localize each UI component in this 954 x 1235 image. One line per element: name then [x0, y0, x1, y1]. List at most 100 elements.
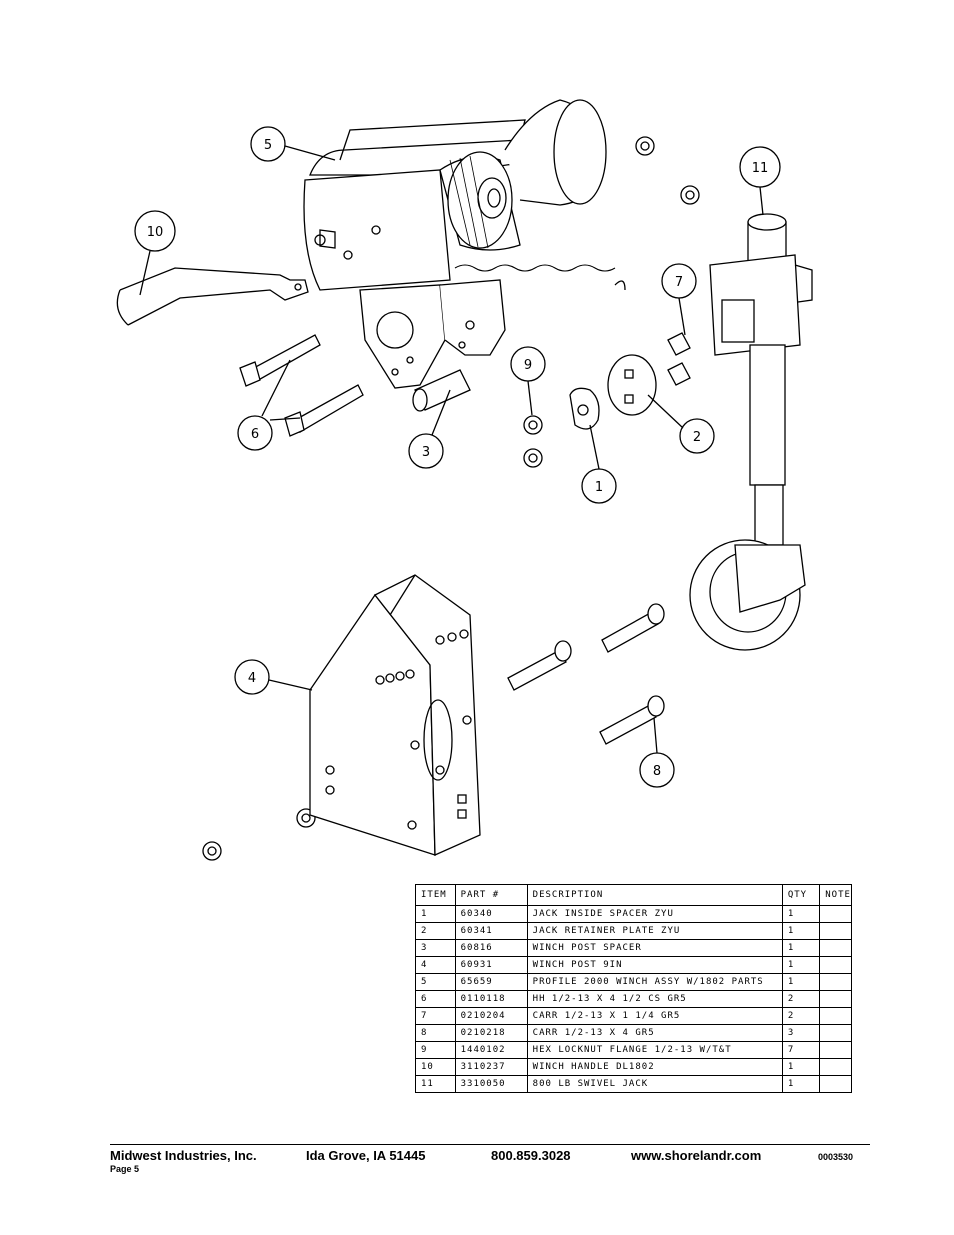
footer-divider: [110, 1144, 870, 1145]
svg-text:5: 5: [264, 138, 272, 153]
short-carriage-bolts-drawing: [667, 332, 691, 386]
cell-part: 1440102: [454, 1041, 528, 1059]
cell-description: 800 LB SWIVEL JACK: [526, 1075, 783, 1093]
hex-bolts-drawing: [239, 334, 364, 437]
callout-4: 4: [234, 659, 313, 695]
footer-company: Midwest Industries, Inc.: [110, 1148, 257, 1163]
cell-item: 9: [415, 1041, 456, 1059]
footer-website: www.shorelandr.com: [631, 1148, 762, 1163]
header-note: NOTE: [819, 884, 852, 906]
table-header-row: ITEM PART # DESCRIPTION QTY NOTE: [415, 884, 852, 906]
cell-qty: 2: [781, 990, 821, 1008]
cell-item: 3: [415, 939, 456, 957]
callout-2: 2: [647, 394, 715, 454]
cell-qty: 7: [781, 1041, 821, 1059]
cell-note: [819, 1058, 852, 1076]
cell-note: [819, 905, 852, 923]
cell-description: JACK INSIDE SPACER ZYU: [526, 905, 783, 923]
cell-qty: 1: [781, 973, 821, 991]
locknuts-drawing: [202, 136, 700, 861]
svg-text:4: 4: [248, 671, 256, 686]
footer-city: Ida Grove, IA 51445: [306, 1148, 426, 1163]
svg-text:1: 1: [595, 480, 603, 495]
cell-qty: 2: [781, 1007, 821, 1025]
svg-text:7: 7: [675, 275, 683, 290]
callout-3: 3: [408, 389, 451, 469]
cell-part: 60816: [454, 939, 528, 957]
svg-text:6: 6: [251, 427, 259, 442]
header-item: ITEM: [415, 884, 456, 906]
cell-description: HEX LOCKNUT FLANGE 1/2-13 W/T&T: [526, 1041, 783, 1059]
cell-qty: 3: [781, 1024, 821, 1042]
winch-assembly-drawing: [303, 99, 626, 389]
cell-part: 0210218: [454, 1024, 528, 1042]
cell-note: [819, 1007, 852, 1025]
cell-description: WINCH HANDLE DL1802: [526, 1058, 783, 1076]
winch-post-drawing: [309, 574, 481, 856]
svg-text:2: 2: [693, 430, 701, 445]
cell-qty: 1: [781, 922, 821, 940]
cell-part: 65659: [454, 973, 528, 991]
cell-note: [819, 922, 852, 940]
cell-part: 0210204: [454, 1007, 528, 1025]
cell-description: PROFILE 2000 WINCH ASSY W/1802 PARTS: [526, 973, 783, 991]
svg-text:3: 3: [422, 445, 430, 460]
callout-5: 5: [250, 126, 336, 162]
cell-qty: 1: [781, 1075, 821, 1093]
cell-item: 7: [415, 1007, 456, 1025]
spacer-tube-drawing: [412, 369, 471, 412]
long-carriage-bolts-drawing: [507, 603, 665, 745]
cell-part: 3310050: [454, 1075, 528, 1093]
cell-item: 6: [415, 990, 456, 1008]
cell-note: [819, 990, 852, 1008]
jack-spacer-and-plate-drawing: [569, 354, 657, 430]
footer-page-number: Page 5: [110, 1164, 140, 1174]
callout-9: 9: [510, 346, 546, 416]
cell-item: 11: [415, 1075, 456, 1093]
cell-item: 2: [415, 922, 456, 940]
callout-1: 1: [581, 424, 617, 504]
cell-description: CARR 1/2-13 X 1 1/4 GR5: [526, 1007, 783, 1025]
footer-phone: 800.859.3028: [491, 1148, 571, 1163]
footer-doc-number: 0003530: [818, 1152, 854, 1162]
cell-note: [819, 1024, 852, 1042]
cell-item: 10: [415, 1058, 456, 1076]
cell-description: WINCH POST 9IN: [526, 956, 783, 974]
cell-item: 4: [415, 956, 456, 974]
cell-description: HH 1/2-13 X 4 1/2 CS GR5: [526, 990, 783, 1008]
exploded-parts-diagram: 5 10 11 7 6 9 3 1 2 4 8: [116, 99, 813, 861]
cell-qty: 1: [781, 939, 821, 957]
callout-6: 6: [237, 359, 301, 451]
svg-text:11: 11: [752, 161, 769, 176]
cell-item: 8: [415, 1024, 456, 1042]
callout-11: 11: [739, 146, 781, 216]
cell-qty: 1: [781, 905, 821, 923]
winch-handle-drawing: [116, 267, 309, 326]
cell-part: 60341: [454, 922, 528, 940]
cell-description: CARR 1/2-13 X 4 GR5: [526, 1024, 783, 1042]
cell-note: [819, 956, 852, 974]
cell-note: [819, 973, 852, 991]
cell-part: 0110118: [454, 990, 528, 1008]
cell-description: JACK RETAINER PLATE ZYU: [526, 922, 783, 940]
header-part-number: PART #: [454, 884, 528, 906]
cell-qty: 1: [781, 1058, 821, 1076]
header-description: DESCRIPTION: [526, 884, 783, 906]
swivel-jack-drawing: [689, 213, 813, 651]
callout-8: 8: [639, 717, 675, 788]
cell-note: [819, 1075, 852, 1093]
cell-description: WINCH POST SPACER: [526, 939, 783, 957]
cell-note: [819, 1041, 852, 1059]
cell-qty: 1: [781, 956, 821, 974]
cell-part: 60931: [454, 956, 528, 974]
